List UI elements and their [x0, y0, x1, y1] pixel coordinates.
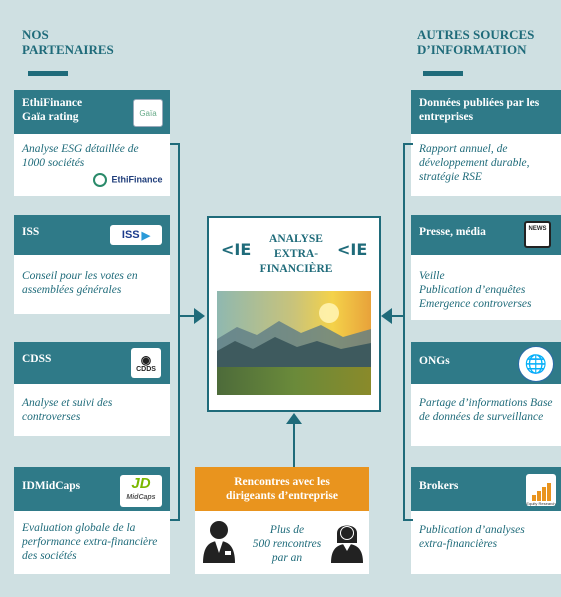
left-heading-line1: NOS: [22, 27, 49, 42]
right-bracket: [403, 143, 413, 521]
partner-card-ethifinance-body: Analyse ESG détaillée de 1000 sociétés: [14, 134, 170, 196]
right-heading-line1: AUTRES SOURCES: [417, 27, 535, 42]
partner-card-cdss-body: Analyse et suivi des controverses: [14, 384, 170, 436]
bar-chart-icon: [531, 483, 551, 501]
newspaper-icon: NEWS: [524, 221, 551, 248]
partner-desc: Analyse et suivi des controverses: [22, 397, 113, 423]
right-heading-underline: [423, 71, 463, 76]
partner-title: EthiFinance: [22, 97, 83, 109]
source-title: Données publiées par les entreprises: [419, 97, 540, 123]
source-title: Presse, média: [419, 226, 486, 238]
rencontres-line1: Plus de: [269, 524, 305, 536]
source-card-donnees-body: Rapport annuel, de développement durable…: [411, 134, 561, 196]
rencontres-body: Plus de 500 rencontres par an: [195, 511, 369, 574]
center-title-line1: ANALYSE: [269, 233, 323, 245]
partner-desc: Evaluation globale de la performance ext…: [22, 522, 158, 562]
source-card-presse-body: Veille Publication d’enquêtes Emergence …: [411, 255, 561, 320]
idmidcaps-logo: JD MidCaps: [120, 475, 162, 507]
partner-card-iss-body: Conseil pour les votes en assemblées gén…: [14, 255, 170, 314]
partner-desc: Conseil pour les votes en assemblées gén…: [22, 270, 138, 296]
right-heading: AUTRES SOURCES D’INFORMATION: [417, 27, 534, 57]
globe-icon: 🌐: [524, 353, 548, 374]
source-card-donnees-header: Données publiées par les entreprises: [411, 90, 561, 134]
equity-research-text: Equity Research: [526, 501, 556, 506]
source-desc-line: Veille: [419, 270, 445, 282]
left-heading-line2: PARTENAIRES: [22, 42, 114, 57]
manager-person-icon: [203, 521, 235, 563]
rencontres-header: Rencontres avec les dirigeants d’entrepr…: [195, 467, 369, 511]
woman-person-icon: [331, 525, 363, 563]
landscape-svg: [217, 291, 371, 395]
iss-logo: ISS ▶: [110, 225, 162, 245]
iss-arrow-icon: ▶: [141, 229, 151, 242]
rencontres-title: Rencontres avec les dirigeants d’entrepr…: [226, 476, 338, 502]
source-desc: Partage d’informations Base de données d…: [419, 397, 553, 423]
rencontres-line2: 500 rencontres: [252, 538, 322, 550]
rencontres-text: Plus de 500 rencontres par an: [247, 523, 327, 565]
source-desc-line: Emergence controverses: [419, 298, 532, 310]
up-connector-line: [293, 424, 295, 467]
up-arrow-icon: [286, 413, 302, 424]
partner-title: ISS: [22, 226, 40, 238]
cdds-logo-text: CDDS: [136, 365, 156, 373]
center-title-line3: FINANCIÈRE: [259, 263, 333, 275]
partner-title: IDMidCaps: [22, 480, 81, 492]
left-heading-underline: [28, 71, 68, 76]
right-heading-line2: D’INFORMATION: [417, 42, 527, 57]
ethifinance-logo-icon: [93, 173, 107, 187]
analyse-extra-financiere-box: <IE <IE ANALYSE EXTRA- FINANCIÈRE: [207, 216, 381, 412]
gaia-logo-text: Gaïa: [139, 108, 157, 118]
eye-icon: ◉: [140, 352, 152, 367]
source-desc: Publication d’analyses extra-financières: [419, 524, 525, 550]
landscape-image: [217, 291, 371, 395]
ethifinance-logo: EthiFinance: [93, 173, 163, 187]
right-connector-line: [391, 315, 403, 317]
iss-logo-text: ISS: [121, 229, 140, 241]
ethifinance-logo-text: EthiFinance: [111, 174, 163, 185]
left-connector-line: [178, 315, 198, 317]
left-arrow-icon: [194, 308, 205, 324]
equity-research-icon: Equity Research: [526, 474, 556, 506]
un-global-compact-icon: 🌐: [518, 346, 554, 382]
partner-title: CDSS: [22, 353, 52, 365]
partner-desc: Analyse ESG détaillée de 1000 sociétés: [22, 143, 139, 169]
source-card-brokers-body: Publication d’analyses extra-financières: [411, 511, 561, 574]
ie-logo-right-icon: <IE: [337, 240, 368, 259]
source-desc: Rapport annuel, de développement durable…: [419, 143, 530, 183]
gaia-logo: Gaïa: [133, 99, 163, 127]
ie-logo-left-icon: <IE: [221, 240, 252, 259]
source-card-ongs-body: Partage d’informations Base de données d…: [411, 384, 561, 446]
source-title: ONGs: [419, 355, 450, 367]
partner-subtitle: Gaïa rating: [22, 111, 79, 123]
cdds-logo: ◉ CDDS: [131, 348, 161, 378]
left-heading: NOS PARTENAIRES: [22, 27, 114, 57]
source-desc-line: Publication d’enquêtes: [419, 284, 526, 296]
center-title: ANALYSE EXTRA- FINANCIÈRE: [253, 232, 339, 277]
newspaper-icon-text: NEWS: [528, 226, 547, 232]
idmidcaps-logo-sub: MidCaps: [126, 494, 156, 501]
rencontres-line3: par an: [271, 552, 303, 564]
center-title-line2: EXTRA-: [273, 248, 319, 260]
right-arrow-icon: [381, 308, 392, 324]
idmidcaps-logo-text: JD: [131, 475, 151, 492]
partner-card-idmidcaps-body: Evaluation globale de la performance ext…: [14, 511, 170, 574]
source-title: Brokers: [419, 480, 459, 492]
left-bracket: [170, 143, 180, 521]
